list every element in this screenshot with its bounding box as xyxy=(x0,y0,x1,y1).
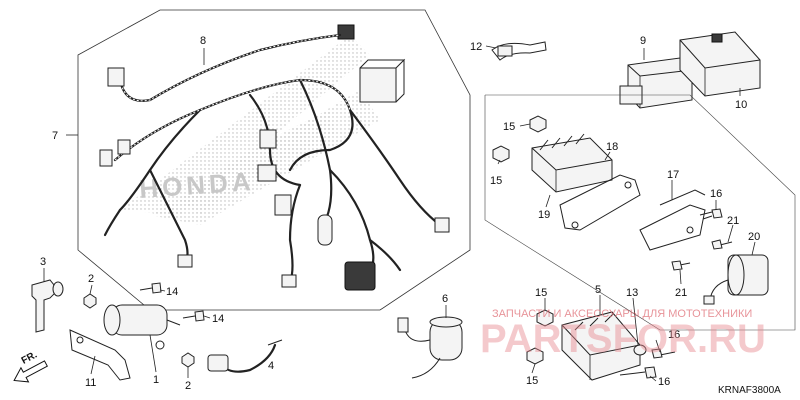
callout-16-a: 16 xyxy=(710,188,722,200)
callout-18: 18 xyxy=(606,141,618,153)
callout-1: 1 xyxy=(153,374,159,386)
main-wire-harness xyxy=(99,24,450,291)
callout-15-a: 15 xyxy=(503,121,515,133)
watermark-site: PARTSFOR.RU xyxy=(480,317,766,361)
callout-numbers: 8 7 12 9 10 15 15 18 19 17 16 21 20 21 5… xyxy=(40,35,760,392)
callout-13: 13 xyxy=(626,287,638,299)
callout-12: 12 xyxy=(470,41,482,53)
callout-16-b: 16 xyxy=(668,329,680,341)
callout-9: 9 xyxy=(640,35,646,47)
sub-harness xyxy=(107,33,342,102)
coil-stay xyxy=(69,329,131,381)
callout-4: 4 xyxy=(268,360,274,372)
grommet xyxy=(633,344,647,356)
leader-lines xyxy=(43,45,756,382)
watermark: ЗАПЧАСТИ И АКСЕССУАРЫ ДЛЯ МОТОТЕХНИКИ PA… xyxy=(480,308,766,361)
bracket xyxy=(639,189,706,251)
callout-15-d: 15 xyxy=(526,375,538,387)
callout-14-b: 14 xyxy=(212,313,224,325)
regulator-frame-outline xyxy=(484,94,796,331)
callout-11: 11 xyxy=(85,377,96,389)
bolt xyxy=(619,208,733,379)
callout-16-c: 16 xyxy=(658,376,670,388)
callout-8: 8 xyxy=(200,35,206,47)
capacitor xyxy=(397,316,463,379)
callout-5: 5 xyxy=(595,284,601,296)
harness-frame xyxy=(77,9,471,311)
front-direction-arrow: FR. xyxy=(13,349,48,383)
callout-17: 17 xyxy=(667,169,679,181)
callout-7: 7 xyxy=(52,130,58,142)
spark-plug-cap xyxy=(31,279,64,333)
front-label: FR. xyxy=(20,349,40,366)
callout-2-a: 2 xyxy=(88,273,94,285)
watermark-caption: ЗАПЧАСТИ И АКСЕССУАРЫ ДЛЯ МОТОТЕХНИКИ xyxy=(492,308,752,320)
callout-10: 10 xyxy=(735,99,747,111)
callout-20: 20 xyxy=(748,231,760,243)
callout-19: 19 xyxy=(538,209,550,221)
callout-21-b: 21 xyxy=(675,287,687,299)
callout-3: 3 xyxy=(40,256,46,268)
callout-21-a: 21 xyxy=(727,215,739,227)
regulator-rectifier xyxy=(531,133,641,231)
ignition-coil xyxy=(103,304,181,350)
callout-6: 6 xyxy=(442,293,448,305)
flange-nut xyxy=(492,115,554,365)
diagram-code: KRNAF3800A xyxy=(718,385,781,396)
small-hardware xyxy=(83,282,205,368)
cdi-unit xyxy=(561,311,641,381)
callout-2-b: 2 xyxy=(185,380,191,392)
condenser xyxy=(703,254,769,305)
harness-clamp xyxy=(491,41,547,61)
callout-15-b: 15 xyxy=(490,175,502,187)
control-unit xyxy=(619,31,761,109)
callout-15-c: 15 xyxy=(535,287,547,299)
callout-14-a: 14 xyxy=(166,286,178,298)
